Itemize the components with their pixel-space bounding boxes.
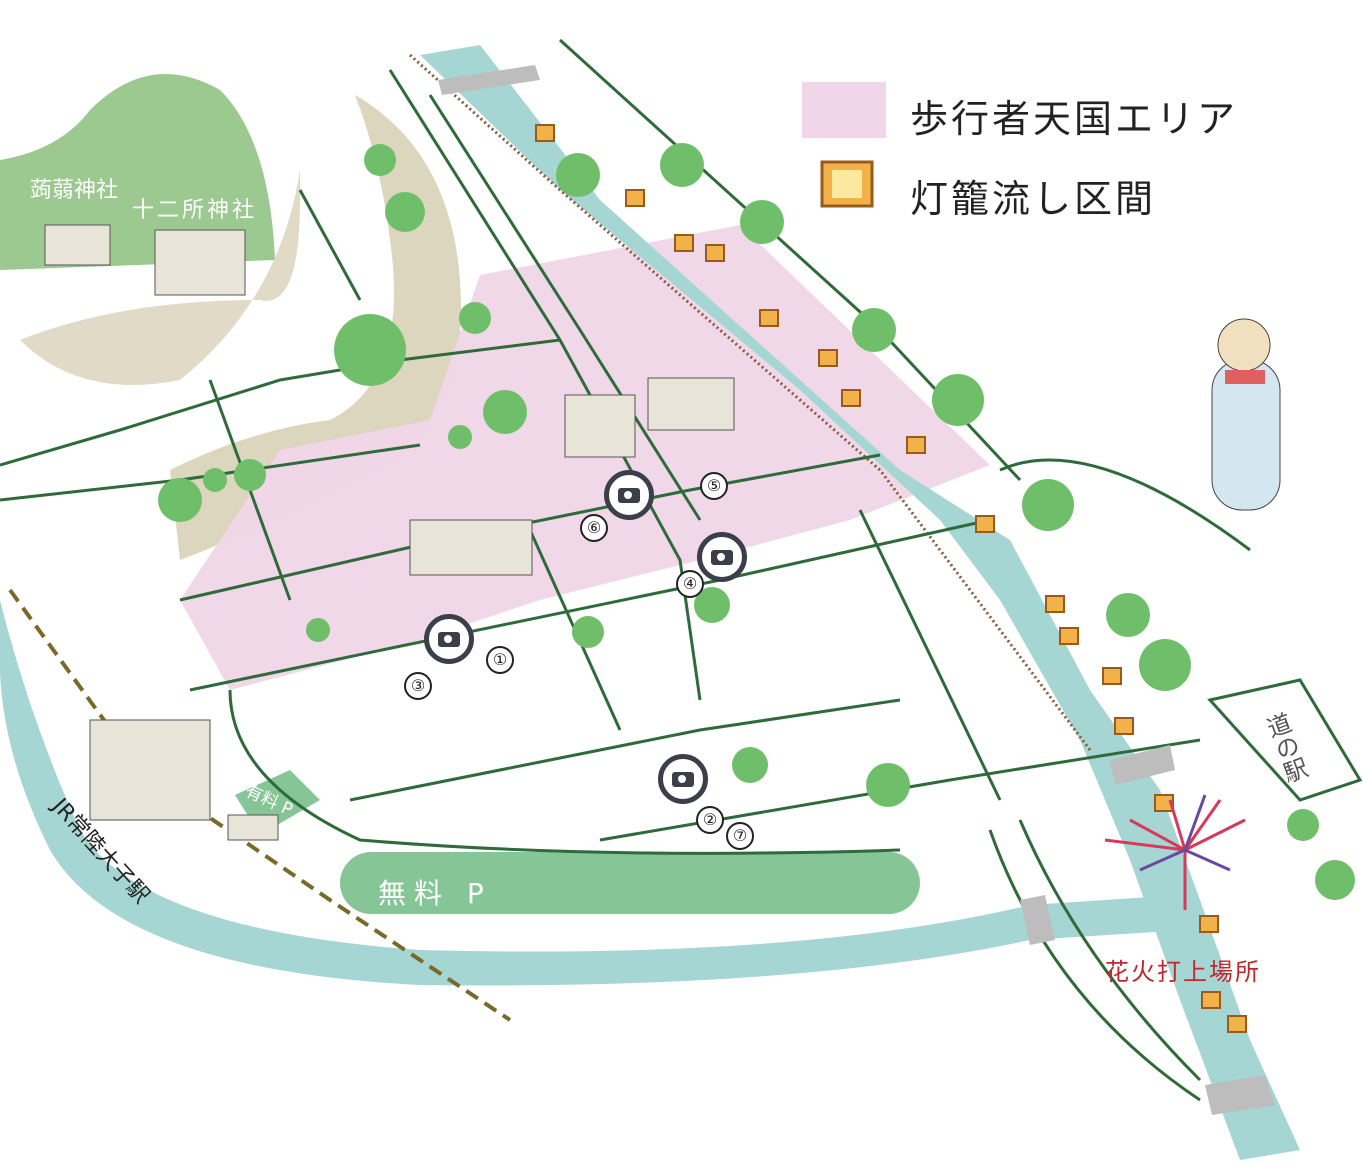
jizo-statue-illustration: [1211, 318, 1281, 511]
legend-pedestrian-area-label: 歩行者天国エリア: [910, 97, 1239, 141]
buildings: [44, 224, 735, 841]
photo-spot-3: ③: [404, 672, 432, 700]
legend-pink-swatch: [802, 82, 886, 138]
mountain: [0, 74, 275, 270]
photo-spot-6: ⑥: [580, 514, 608, 542]
bridges: [438, 65, 1275, 1115]
legend-lantern-section-label: 灯籠流し区間: [910, 177, 1157, 221]
camera-icon-photo-spot[interactable]: [697, 532, 747, 582]
lantern-icon-legend: [820, 160, 874, 208]
camera-icon-photo-spot[interactable]: [424, 614, 474, 664]
shrine-label-2: 十二所神社: [132, 198, 258, 223]
river-kuji: [420, 45, 1300, 1160]
camera-icon-photo-spot[interactable]: [658, 754, 708, 804]
old-railway: [408, 53, 1092, 751]
free-parking-label: 無料 P: [378, 877, 492, 910]
hill-path: [20, 170, 300, 385]
free-parking-area: [340, 852, 920, 914]
photo-spot-1: ①: [486, 646, 514, 674]
photo-spot-4: ④: [676, 570, 704, 598]
photo-spot-7: ⑦: [726, 822, 754, 850]
camera-icon-photo-spot[interactable]: [604, 470, 654, 520]
lanterns: [535, 124, 1247, 1033]
photo-spot-5: ⑤: [700, 472, 728, 500]
photo-spot-2: ②: [696, 806, 724, 834]
trees: [158, 143, 1355, 900]
shrine-label-1: 蒟蒻神社: [30, 178, 119, 203]
fireworks-label: 花火打上場所: [1105, 958, 1261, 986]
fireworks-icon: [1104, 794, 1246, 910]
